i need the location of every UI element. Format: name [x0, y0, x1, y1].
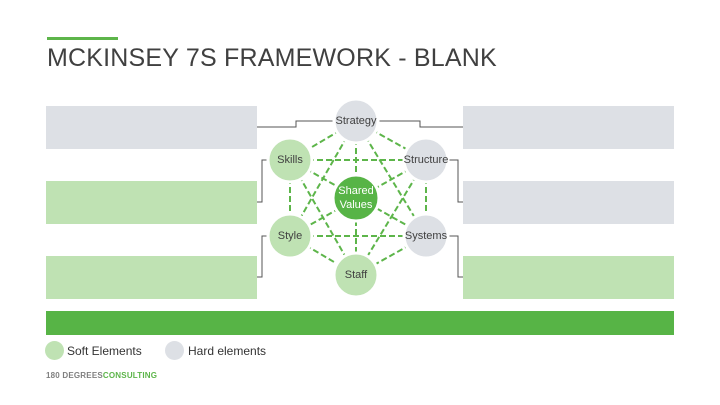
footer-brand-part2: CONSULTING: [102, 371, 158, 380]
panel-skills-left[interactable]: [46, 181, 257, 224]
legend-hard-label: Hard elements: [188, 344, 267, 358]
bottom-band: [46, 311, 674, 335]
legend-soft-label: Soft Elements: [67, 344, 142, 358]
legend-soft-swatch: [45, 341, 64, 360]
node-strategy-circle: [332, 97, 380, 145]
panel-strategy-left[interactable]: [46, 106, 257, 149]
node-style-circle: [266, 212, 314, 260]
legend-hard-swatch: [165, 341, 184, 360]
connector-strategy-left: [257, 120, 336, 128]
node-shared-values-label: Shared Values: [338, 185, 374, 211]
panel-style-left[interactable]: [46, 256, 257, 299]
footer-brand-part1: 180 DEGREES: [46, 371, 103, 380]
node-shared-values-circle: [331, 173, 381, 223]
node-systems-label: Systems: [404, 230, 448, 242]
footer-brand-logo: 180 DEGREESCONSULTING: [46, 371, 157, 380]
panel-structure-right[interactable]: [463, 181, 674, 224]
node-skills-circle: [266, 136, 314, 184]
title-accent-bar: [47, 37, 118, 40]
node-structure-label: Structure: [403, 154, 449, 166]
panel-strategy-right[interactable]: [463, 106, 674, 149]
page-title: MCKINSEY 7S FRAMEWORK - BLANK: [47, 44, 497, 72]
node-skills-label: Skills: [277, 154, 303, 166]
connector-strategy-right: [376, 120, 463, 128]
node-systems-circle: [402, 212, 450, 260]
node-structure-circle: [402, 136, 450, 184]
panel-systems-right[interactable]: [463, 256, 674, 299]
node-style-label: Style: [277, 230, 303, 242]
node-staff-label: Staff: [344, 269, 368, 281]
node-strategy-label: Strategy: [335, 115, 377, 127]
node-staff-circle: [332, 251, 380, 299]
